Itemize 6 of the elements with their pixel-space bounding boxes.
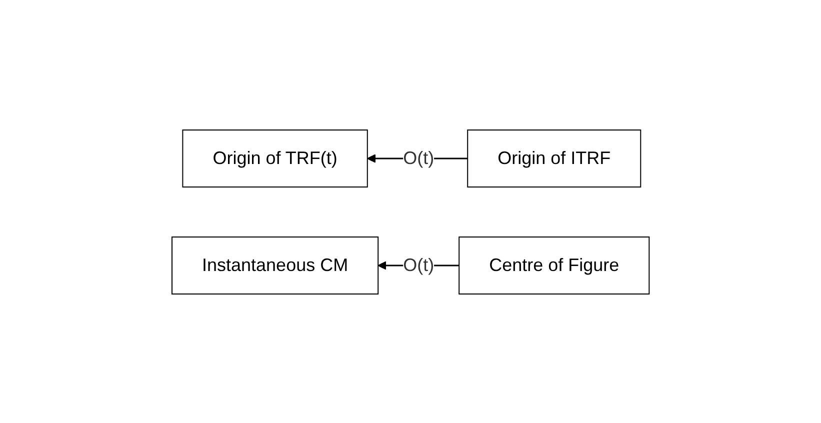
node-box: Origin of TRF(t): [182, 129, 368, 187]
edge-label: O(t): [403, 148, 434, 168]
node-box: Centre of Figure: [458, 236, 650, 294]
node-box: Instantaneous CM: [171, 236, 379, 294]
node-box: Origin of ITRF: [467, 129, 642, 187]
edge-label: O(t): [403, 254, 434, 274]
